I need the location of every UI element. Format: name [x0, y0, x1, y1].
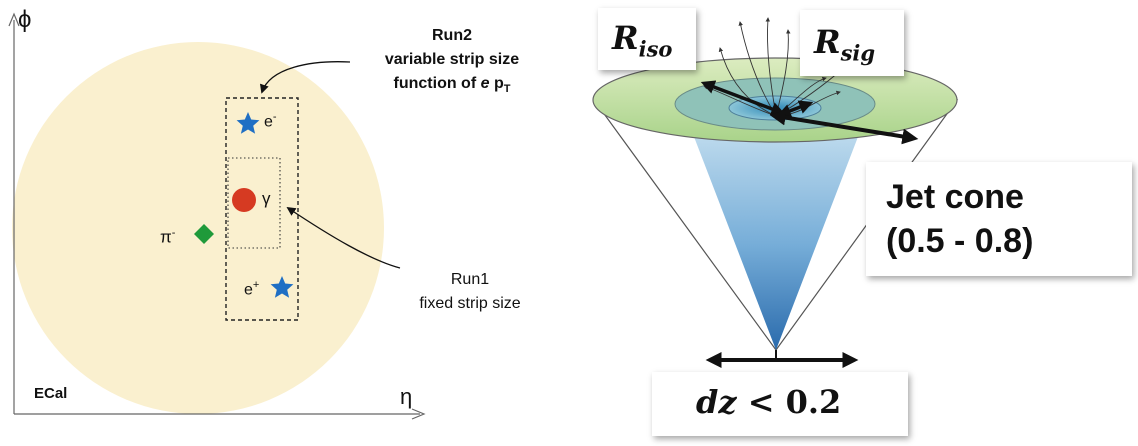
- pion-label: π-: [160, 228, 175, 246]
- ecal-label: ECal: [34, 385, 68, 402]
- run1-title: Run1: [450, 271, 490, 288]
- r-sig-box: Rsig: [800, 10, 904, 76]
- pion-diamond-icon: [194, 224, 214, 244]
- eta-axis-label: η: [400, 384, 413, 409]
- dz-condition: < 0.2: [736, 383, 842, 421]
- run2-function-p: p: [489, 75, 504, 92]
- electron-charge: -: [272, 111, 277, 123]
- r-sig-letter: R: [814, 23, 841, 61]
- run1-arrow: [286, 206, 401, 269]
- run2-function-line: function of e pT: [352, 76, 552, 95]
- electron-label: e-: [264, 112, 277, 130]
- r-iso-subscript: iso: [638, 36, 673, 62]
- dz-variable: dz: [696, 383, 737, 421]
- run2-function-e: e: [480, 75, 490, 92]
- positron-star-icon: [270, 276, 294, 298]
- photon-dot-icon: [232, 188, 256, 212]
- x-axis-arrowhead: [411, 408, 426, 420]
- r-iso-label: Riso: [612, 22, 672, 59]
- inner-signal-cone: [686, 116, 866, 350]
- positron-label: e+: [244, 280, 259, 298]
- run2-title: Run2: [432, 27, 472, 44]
- jet-cone-box: Jet cone (0.5 - 0.8): [866, 162, 1132, 276]
- run1-strip: [227, 157, 281, 249]
- r-sig-subscript: sig: [840, 40, 876, 66]
- jet-radius-arrow: [769, 109, 919, 145]
- ecal-panel: [8, 12, 426, 420]
- gamma-label: γ: [262, 189, 271, 208]
- y-axis-arrowhead: [8, 12, 20, 27]
- phi-axis-label: ϕ: [18, 6, 32, 33]
- r-sig-label: Rsig: [814, 26, 875, 63]
- jet-cone-title: Jet cone: [886, 178, 1024, 216]
- jet-cone-range: (0.5 - 0.8): [886, 222, 1034, 260]
- dz-box: dz < 0.2: [652, 372, 908, 436]
- run2-function-prefix: function of: [393, 75, 481, 92]
- ecal-disc: [12, 42, 384, 414]
- r-iso-box: Riso: [598, 8, 696, 70]
- electron-star-icon: [236, 112, 260, 134]
- pion-letter: π: [160, 227, 172, 247]
- electron-letter: e: [264, 113, 273, 131]
- r-iso-arrow: [700, 80, 786, 116]
- pion-charge: -: [171, 227, 176, 239]
- positron-charge: +: [252, 279, 260, 291]
- run1-subtitle: fixed strip size: [419, 295, 521, 312]
- run2-arrow: [259, 61, 351, 94]
- run2-strip: [225, 97, 299, 321]
- r-iso-letter: R: [612, 19, 639, 57]
- dz-label: dz < 0.2: [696, 386, 841, 418]
- run2-function-sub: T: [503, 83, 511, 96]
- positron-letter: e: [244, 281, 253, 299]
- run2-subtitle: variable strip size: [384, 51, 520, 68]
